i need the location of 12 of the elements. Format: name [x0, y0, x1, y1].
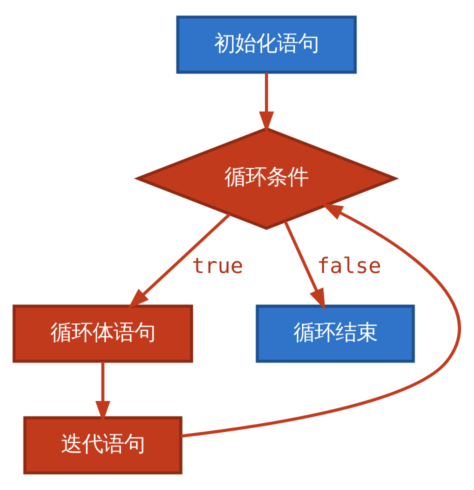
- arrow: [95, 362, 110, 422]
- node-diamond: 循环条件: [134, 127, 400, 230]
- edge-label: true: [192, 254, 244, 279]
- arrow: [284, 220, 326, 310]
- node-box: 初始化语句: [176, 16, 357, 74]
- arrow: [128, 213, 231, 309]
- node-box: 迭代语句: [23, 416, 182, 474]
- arrow: [180, 203, 461, 438]
- arrow: [258, 72, 274, 133]
- node-box: 循环体语句: [12, 304, 194, 363]
- node-box: 循环结束: [256, 304, 415, 363]
- edge-label: false: [316, 254, 382, 279]
